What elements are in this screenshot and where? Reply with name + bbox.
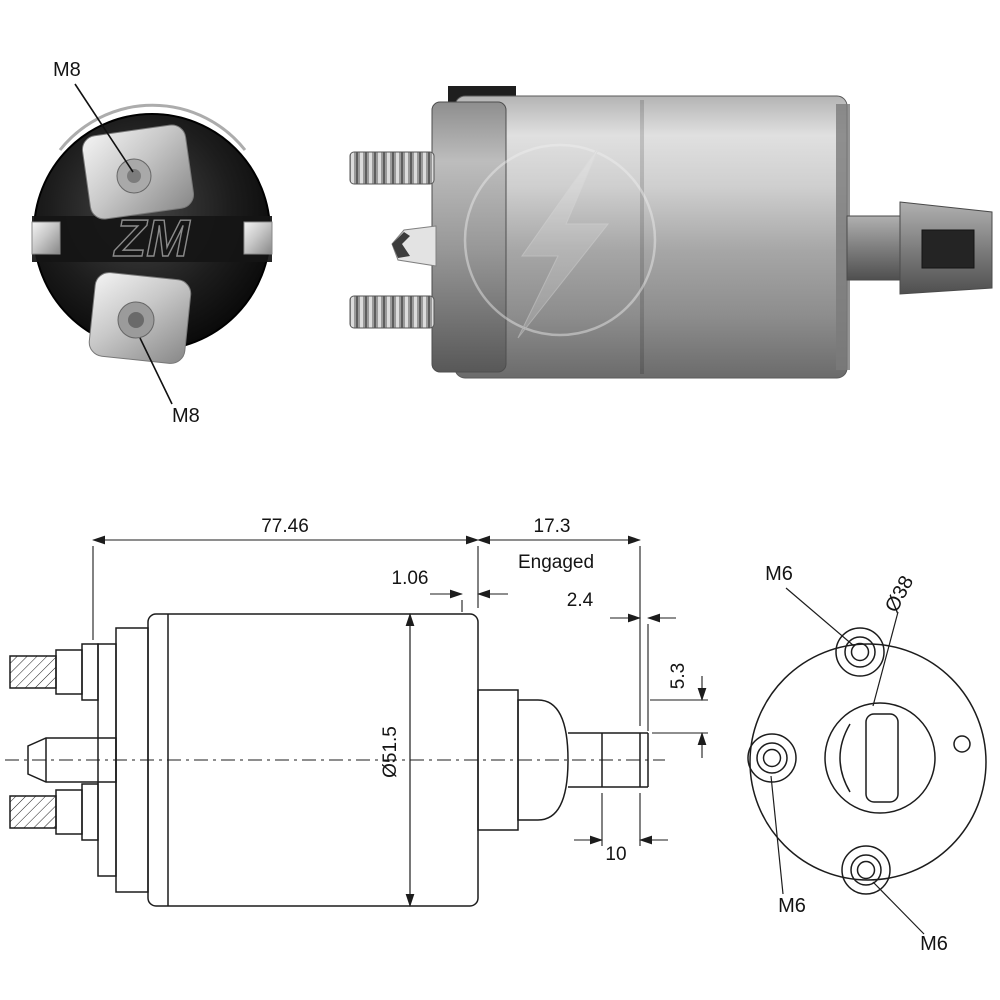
cap-highlight: [58, 103, 247, 151]
plunger-slot-end: [865, 713, 899, 803]
ext-slot: [601, 793, 641, 846]
terminal-upper-drawing: [9, 643, 99, 701]
photo-side-view: [349, 86, 993, 379]
center-bore: [824, 702, 936, 814]
brand-watermark-text: ZM: [112, 210, 191, 268]
solenoid-body-photo: [454, 95, 848, 379]
stud-lower-photo: [349, 295, 435, 329]
label-d38: Ø38: [881, 572, 918, 616]
front-housing-photo: [431, 101, 507, 373]
body-end-ring: [836, 104, 850, 370]
plunger-slot: [601, 733, 641, 787]
dim-flange-label: 1.06: [392, 568, 429, 589]
leader-m8-bottom: [139, 337, 173, 405]
small-hole: [953, 735, 971, 753]
label-m8-top: M8: [53, 59, 81, 81]
side-tab-right: [243, 221, 273, 255]
stud-upper-photo: [349, 151, 435, 185]
drawing-end-view: [747, 587, 987, 935]
cap-mid-band: [32, 216, 272, 262]
leader-d38: [872, 611, 899, 707]
side-view-dimensions: [91, 535, 708, 908]
spade-terminal-notch: [392, 232, 410, 258]
label-m8-bottom: M8: [172, 405, 200, 427]
boss-top: [835, 627, 885, 677]
dim-slot-label: 10: [605, 844, 626, 865]
dim-pin-label: 2.4: [567, 590, 594, 611]
ext-lines-top: [92, 546, 641, 726]
hole-bottom-m6: [850, 854, 882, 886]
dim-depth-label: 5.3: [668, 663, 689, 689]
clevis-hole: [921, 229, 975, 269]
dim-engaged-label: 17.3: [534, 516, 571, 537]
terminal-lower-center: [128, 312, 144, 328]
leader-m6-top: [785, 587, 855, 647]
front-cap: [517, 699, 569, 821]
photo-end-view: ZM M8 M8: [31, 59, 273, 427]
leader-m8-top: [74, 83, 134, 173]
fork-arc: [839, 723, 851, 793]
dim-diameter-label: Ø51.5: [380, 726, 401, 778]
drawing-side-view: [5, 613, 665, 907]
terminal-upper-center: [127, 169, 141, 183]
boss-left: [747, 733, 797, 783]
engaged-caption: Engaged: [518, 552, 594, 573]
plunger-rod: [568, 732, 649, 788]
leader-m6-bottom: [872, 881, 925, 935]
ext-depth: [650, 699, 708, 734]
label-m6-top: M6: [765, 563, 793, 585]
hole-left-m6: [756, 742, 788, 774]
dim-overall-label: 77.46: [261, 516, 309, 537]
label-m6-left: M6: [778, 895, 806, 917]
end-view-outline: [749, 643, 987, 881]
watermark-lightning-icon: [463, 143, 657, 339]
hole-top-m6: [844, 636, 876, 668]
leader-m6-left: [770, 775, 784, 895]
plunger-shaft-photo: [846, 215, 906, 281]
label-m6-bottom: M6: [920, 933, 948, 955]
boss-bottom: [841, 845, 891, 895]
terminal-lower-drawing: [9, 783, 99, 841]
side-tab-left: [31, 221, 61, 255]
